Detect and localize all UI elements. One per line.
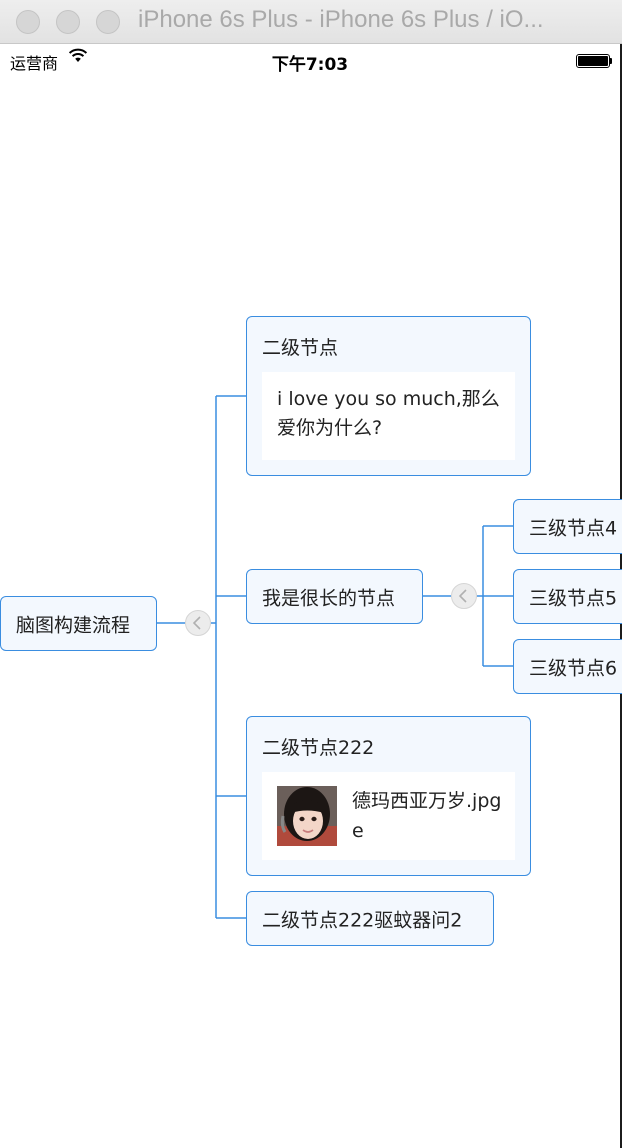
note-node-title: 二级节点: [262, 337, 339, 359]
battery-cap: [610, 58, 612, 64]
image-file-name: 德玛西亚万岁.jpg e: [352, 786, 501, 846]
collapse-long-node-toggle[interactable]: [451, 583, 477, 609]
simulator-title-bar: iPhone 6s Plus - iPhone 6s Plus / iO...: [0, 0, 622, 44]
note-text-line-2: 爱你为什么?: [277, 417, 383, 439]
level2-last-node[interactable]: 二级节点222驱蚊器问2: [246, 891, 494, 946]
battery-icon: [576, 54, 610, 68]
mindmap-root-node[interactable]: 脑图构建流程: [0, 596, 157, 651]
level3-node-label: 三级节点5: [529, 587, 618, 609]
image-content: 德玛西亚万岁.jpg e: [262, 772, 515, 860]
status-time: 下午7:03: [271, 55, 349, 75]
root-node-label: 脑图构建流程: [16, 614, 131, 636]
level3-node-6[interactable]: 三级节点6: [513, 639, 622, 694]
note-text-line-1: i love you so much,那么: [277, 388, 500, 410]
level2-long-node[interactable]: 我是很长的节点: [246, 569, 423, 624]
chevron-left-icon: [192, 616, 201, 630]
note-text: i love you so much,那么 爱你为什么?: [277, 385, 500, 443]
file-name-line-2: e: [352, 820, 364, 842]
level3-node-5[interactable]: 三级节点5: [513, 569, 622, 624]
wifi-icon: [68, 48, 88, 62]
note-content: i love you so much,那么 爱你为什么?: [262, 372, 515, 460]
level2-image-node[interactable]: 二级节点222 德玛西亚万岁.jpg e: [246, 716, 531, 876]
level2-note-node[interactable]: 二级节点 i love you so much,那么 爱你为什么?: [246, 316, 531, 476]
portrait-image: [277, 786, 337, 846]
level3-node-label: 三级节点6: [529, 657, 618, 679]
file-name-line-1: 德玛西亚万岁.jpg: [352, 790, 502, 812]
window-title: iPhone 6s Plus - iPhone 6s Plus / iO...: [138, 6, 544, 33]
close-window-button[interactable]: [16, 10, 40, 34]
minimize-window-button[interactable]: [56, 10, 80, 34]
attached-photo[interactable]: [277, 786, 337, 846]
chevron-left-icon: [458, 589, 467, 603]
image-node-title: 二级节点222: [262, 737, 375, 759]
status-bar: 运营商 下午7:03: [0, 44, 620, 76]
level3-node-label: 三级节点4: [529, 517, 618, 539]
collapse-root-toggle[interactable]: [185, 610, 211, 636]
level3-node-4[interactable]: 三级节点4: [513, 499, 622, 554]
carrier-label: 运营商: [10, 54, 59, 73]
zoom-window-button[interactable]: [96, 10, 120, 34]
long-node-label: 我是很长的节点: [262, 587, 396, 609]
last-node-label: 二级节点222驱蚊器问2: [262, 909, 463, 931]
